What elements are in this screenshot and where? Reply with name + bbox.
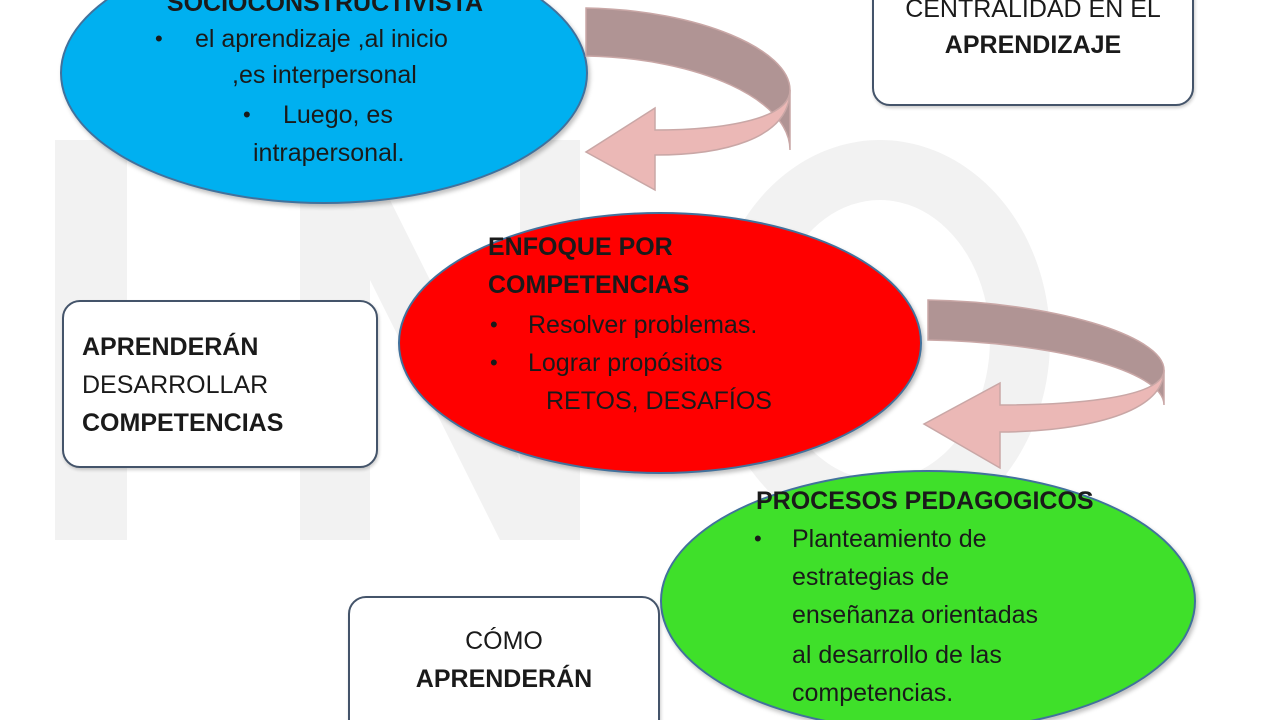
como-line1: CÓMO <box>465 627 543 655</box>
enfoque-title-line2: COMPETENCIAS <box>488 271 690 299</box>
procesos-line4: al desarrollo de las <box>792 641 1002 669</box>
curved-arrow-top <box>584 7 791 192</box>
aprenderan-line3: COMPETENCIAS <box>82 409 284 437</box>
socioconstructivista-ellipse <box>60 0 588 204</box>
como-line2: APRENDERÁN <box>415 665 593 693</box>
procesos-line5: competencias. <box>792 679 954 707</box>
bullet-icon: • <box>754 526 762 551</box>
enfoque-title-line1: ENFOQUE POR <box>488 233 673 261</box>
enfoque-item2: Lograr propósitos <box>528 349 723 377</box>
bullet-icon: • <box>490 312 498 337</box>
enfoque-competencias-ellipse <box>398 212 922 474</box>
aprenderan-box <box>62 300 378 468</box>
procesos-pedagogicos-ellipse <box>660 470 1196 720</box>
socio-item1-line1: el aprendizaje ,al inicio <box>195 25 448 53</box>
centralidad-line2: APRENDIZAJE <box>944 31 1122 59</box>
socio-item2-line1: Luego, es <box>283 101 393 129</box>
como-aprenderan-box <box>348 596 660 720</box>
enfoque-item1: Resolver problemas. <box>528 311 758 339</box>
socio-item2-line2: intrapersonal. <box>253 139 405 167</box>
socio-item1-line2: ,es interpersonal <box>232 61 417 89</box>
aprenderan-line2: DESARROLLAR <box>82 371 269 399</box>
bullet-icon: • <box>490 350 498 375</box>
enfoque-item3: RETOS, DESAFÍOS <box>546 387 772 415</box>
aprenderan-line1: APRENDERÁN <box>82 333 259 361</box>
procesos-line2: estrategias de <box>792 563 950 591</box>
socio-title: SOCIOCONSTRUCTIVISTA <box>166 0 484 17</box>
procesos-line3: enseñanza orientadas <box>792 601 1039 629</box>
procesos-title: PROCESOS PEDAGOGICOS <box>756 487 1094 515</box>
curved-arrow-middle <box>922 299 1165 470</box>
bullet-icon: • <box>243 102 251 127</box>
procesos-line1: Planteamiento de <box>792 525 987 553</box>
centralidad-line1: CENTRALIDAD EN EL <box>905 0 1161 23</box>
centralidad-box <box>872 0 1194 106</box>
bullet-icon: • <box>155 26 163 51</box>
